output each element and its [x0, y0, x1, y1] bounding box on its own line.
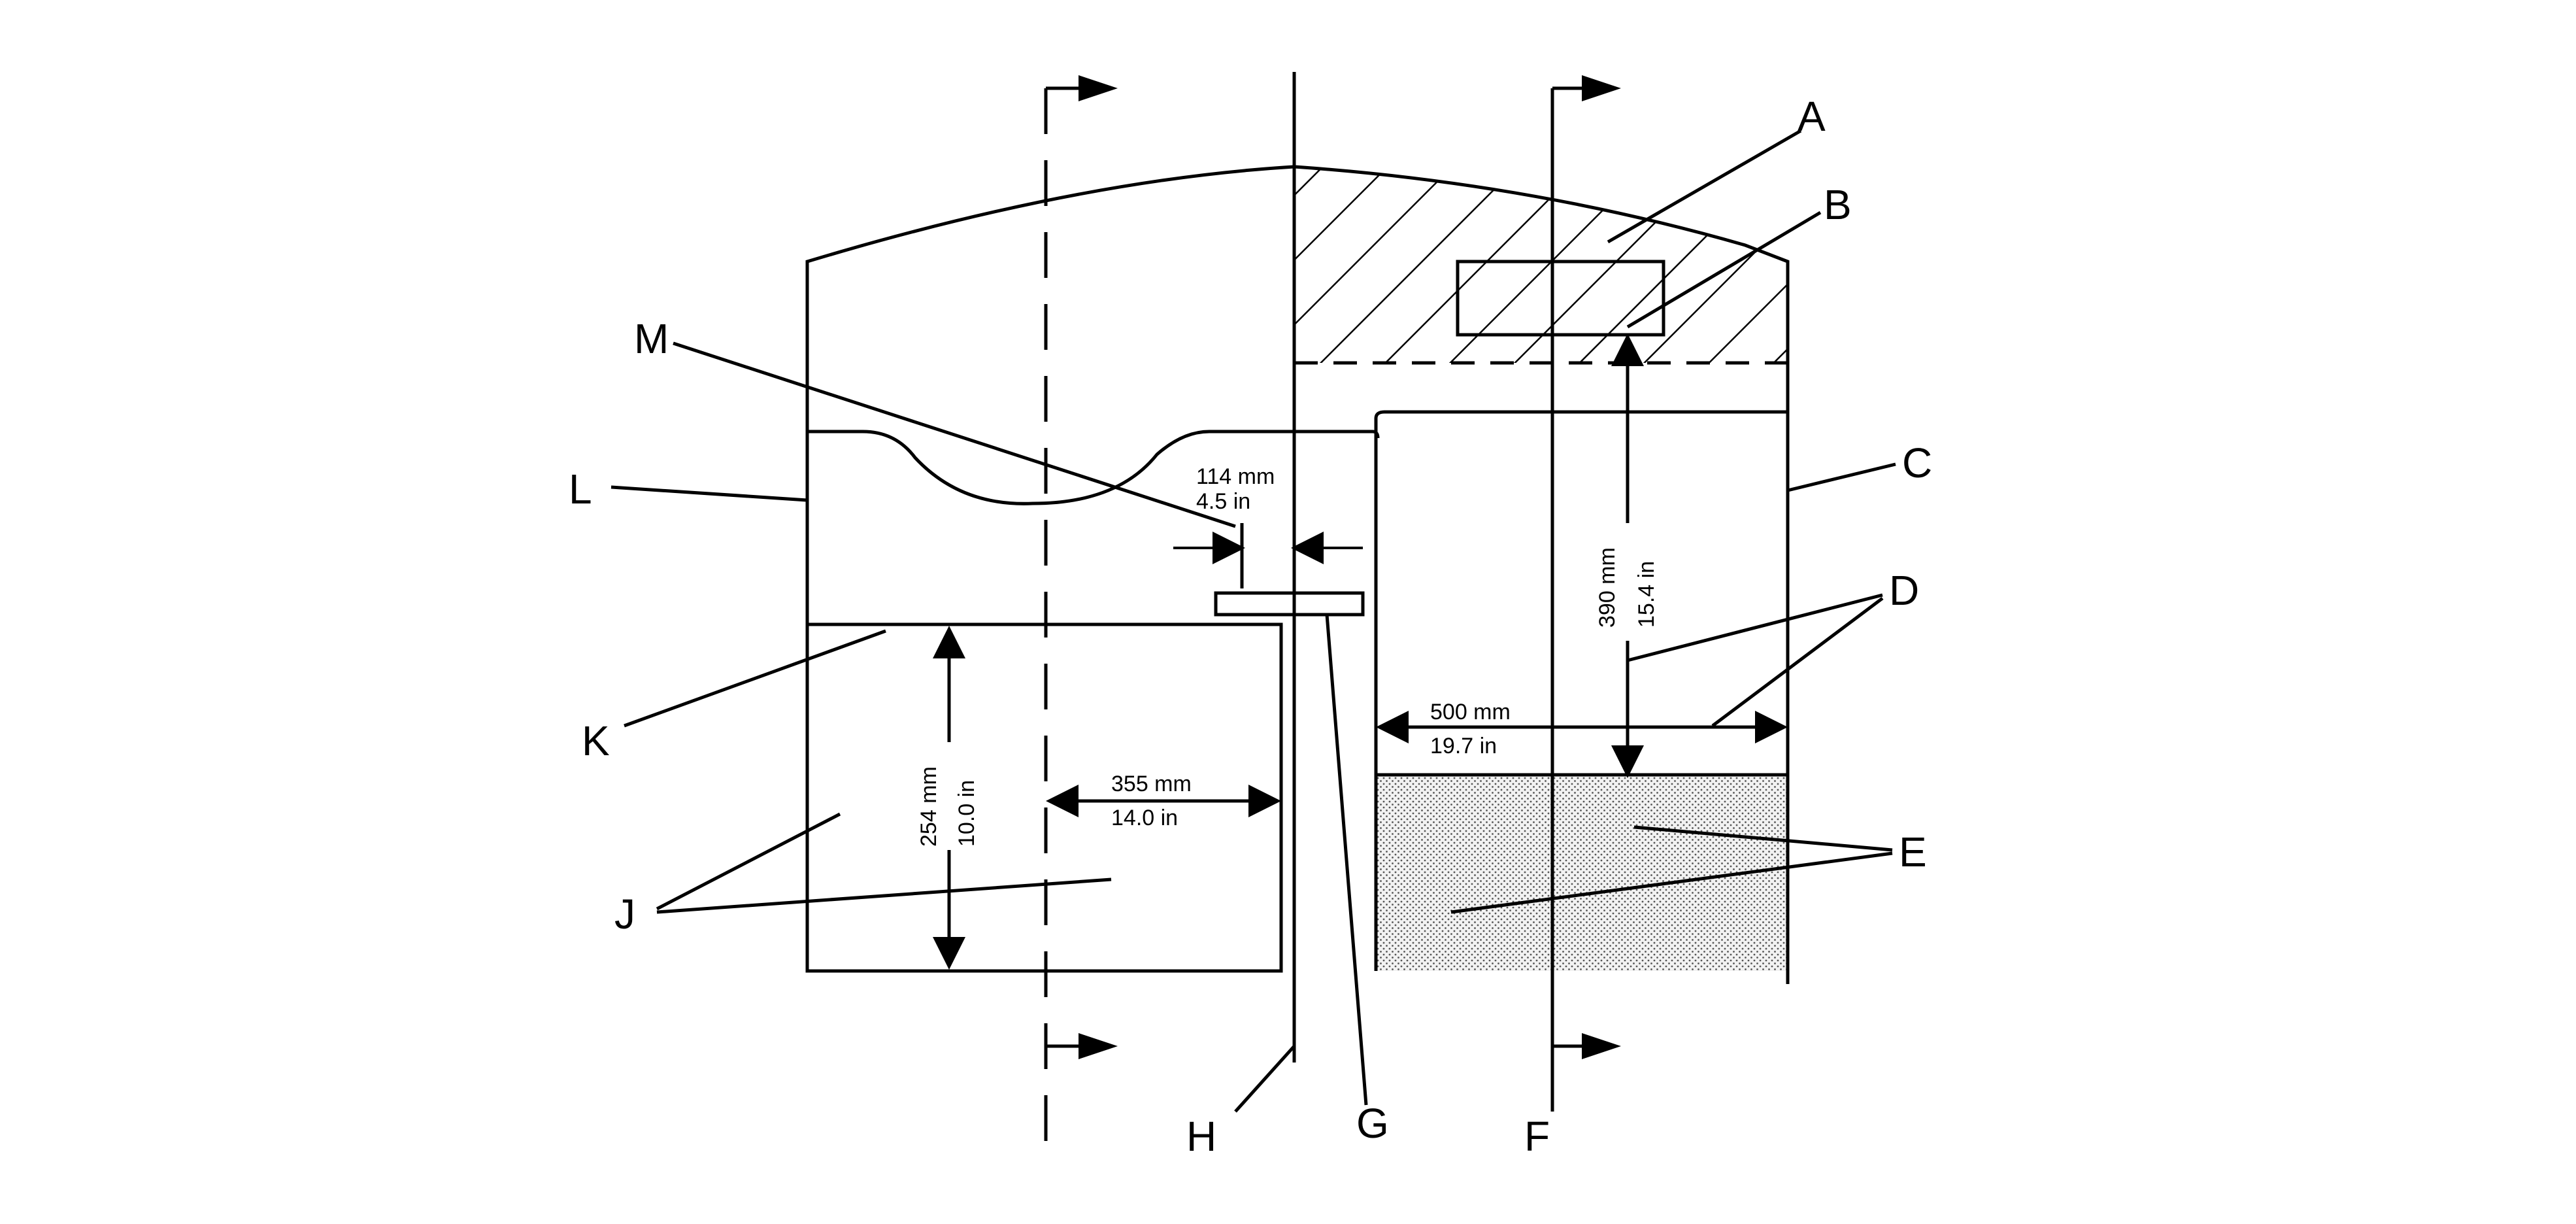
callout-a: A: [1798, 93, 1826, 140]
callout-g: G: [1356, 1100, 1389, 1147]
component-g: [1214, 591, 1365, 617]
dim-gap-mm: 114 mm: [1196, 464, 1275, 489]
inner-contour: [807, 430, 1380, 505]
dim-width-left-in: 14.0 in: [1111, 806, 1178, 830]
callout-e: E: [1899, 828, 1927, 876]
zone-e-lower-shaded: [1376, 775, 1788, 971]
callout-m: M: [634, 315, 669, 362]
dim-width-right-mm: 500 mm: [1430, 700, 1511, 724]
dim-height-left-mm: 254 mm: [916, 766, 941, 847]
callout-j: J: [614, 891, 635, 938]
dim-height-right-in: 15.4 in: [1634, 561, 1659, 628]
dim-width-right-in: 19.7 in: [1430, 734, 1497, 758]
callout-f: F: [1524, 1113, 1550, 1160]
callout-h: H: [1186, 1113, 1216, 1160]
callout-k: K: [582, 717, 610, 764]
zone-d-shaded: [1374, 410, 1790, 777]
callout-c: C: [1902, 439, 1932, 486]
dim-height-left-in: 10.0 in: [954, 780, 979, 847]
callout-d: D: [1889, 567, 1919, 614]
dim-height-right-mm: 390 mm: [1595, 547, 1620, 628]
callout-l: L: [569, 466, 592, 513]
component-b: [1456, 260, 1665, 337]
dim-width-left-mm: 355 mm: [1111, 772, 1192, 796]
dim-gap-in: 4.5 in: [1196, 489, 1250, 514]
callout-b: B: [1824, 181, 1852, 228]
